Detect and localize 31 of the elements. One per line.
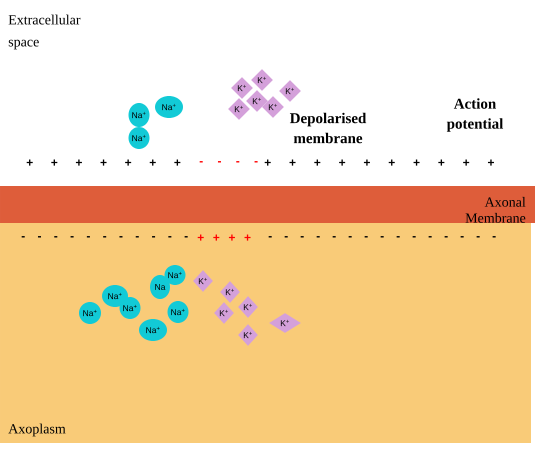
potassium-ion: K$^{+}$: [262, 96, 284, 118]
charge-row: - - - - - - - - - - - - - - -: [268, 236, 496, 238]
sodium-ion: Na$^{+}$: [128, 103, 150, 127]
membrane-band: Axonal Membrane: [0, 186, 535, 223]
region-label: Extracellular space: [8, 14, 80, 50]
potassium-ion: K$^{+}$: [214, 302, 234, 324]
sodium-ion: Na$^{+}$: [79, 302, 101, 324]
potassium-ion: K$^{+}$: [279, 80, 301, 102]
potassium-ion: K$^{+}$: [238, 324, 258, 346]
sodium-ion: Na$^{+}$: [168, 301, 188, 323]
sodium-ion: Na$^{+}$: [155, 96, 183, 118]
potassium-ion: K$^{+}$: [251, 69, 273, 91]
potassium-ion: K$^{+}$: [228, 98, 250, 120]
potassium-ion: K$^{+}$: [269, 313, 301, 333]
charge-row: - - - - - - - - - - -: [22, 236, 188, 238]
potassium-ion: K$^{+}$: [246, 90, 268, 112]
sodium-ion: Na$^{+}$: [128, 127, 150, 149]
potassium-ion: K$^{+}$: [220, 281, 240, 303]
heading-text: Action potential: [446, 98, 504, 132]
sodium-ion: Na: [150, 275, 170, 299]
heading-text: Depolarised membrane: [290, 112, 366, 144]
charge-row: + + + + + + + + + +: [264, 159, 494, 166]
charge-row: + + + + + + +: [26, 159, 180, 166]
charge-row: - - - -: [200, 161, 258, 162]
sodium-ion: Na$^{+}$: [120, 297, 140, 319]
potassium-ion: K$^{+}$: [193, 270, 213, 292]
sodium-ion: Na$^{+}$: [164, 265, 186, 285]
potassium-ion: K$^{+}$: [231, 77, 253, 99]
potassium-ion: K$^{+}$: [238, 296, 258, 318]
charge-row: + + + +: [198, 234, 251, 241]
sodium-ion: Na$^{+}$: [139, 319, 167, 341]
